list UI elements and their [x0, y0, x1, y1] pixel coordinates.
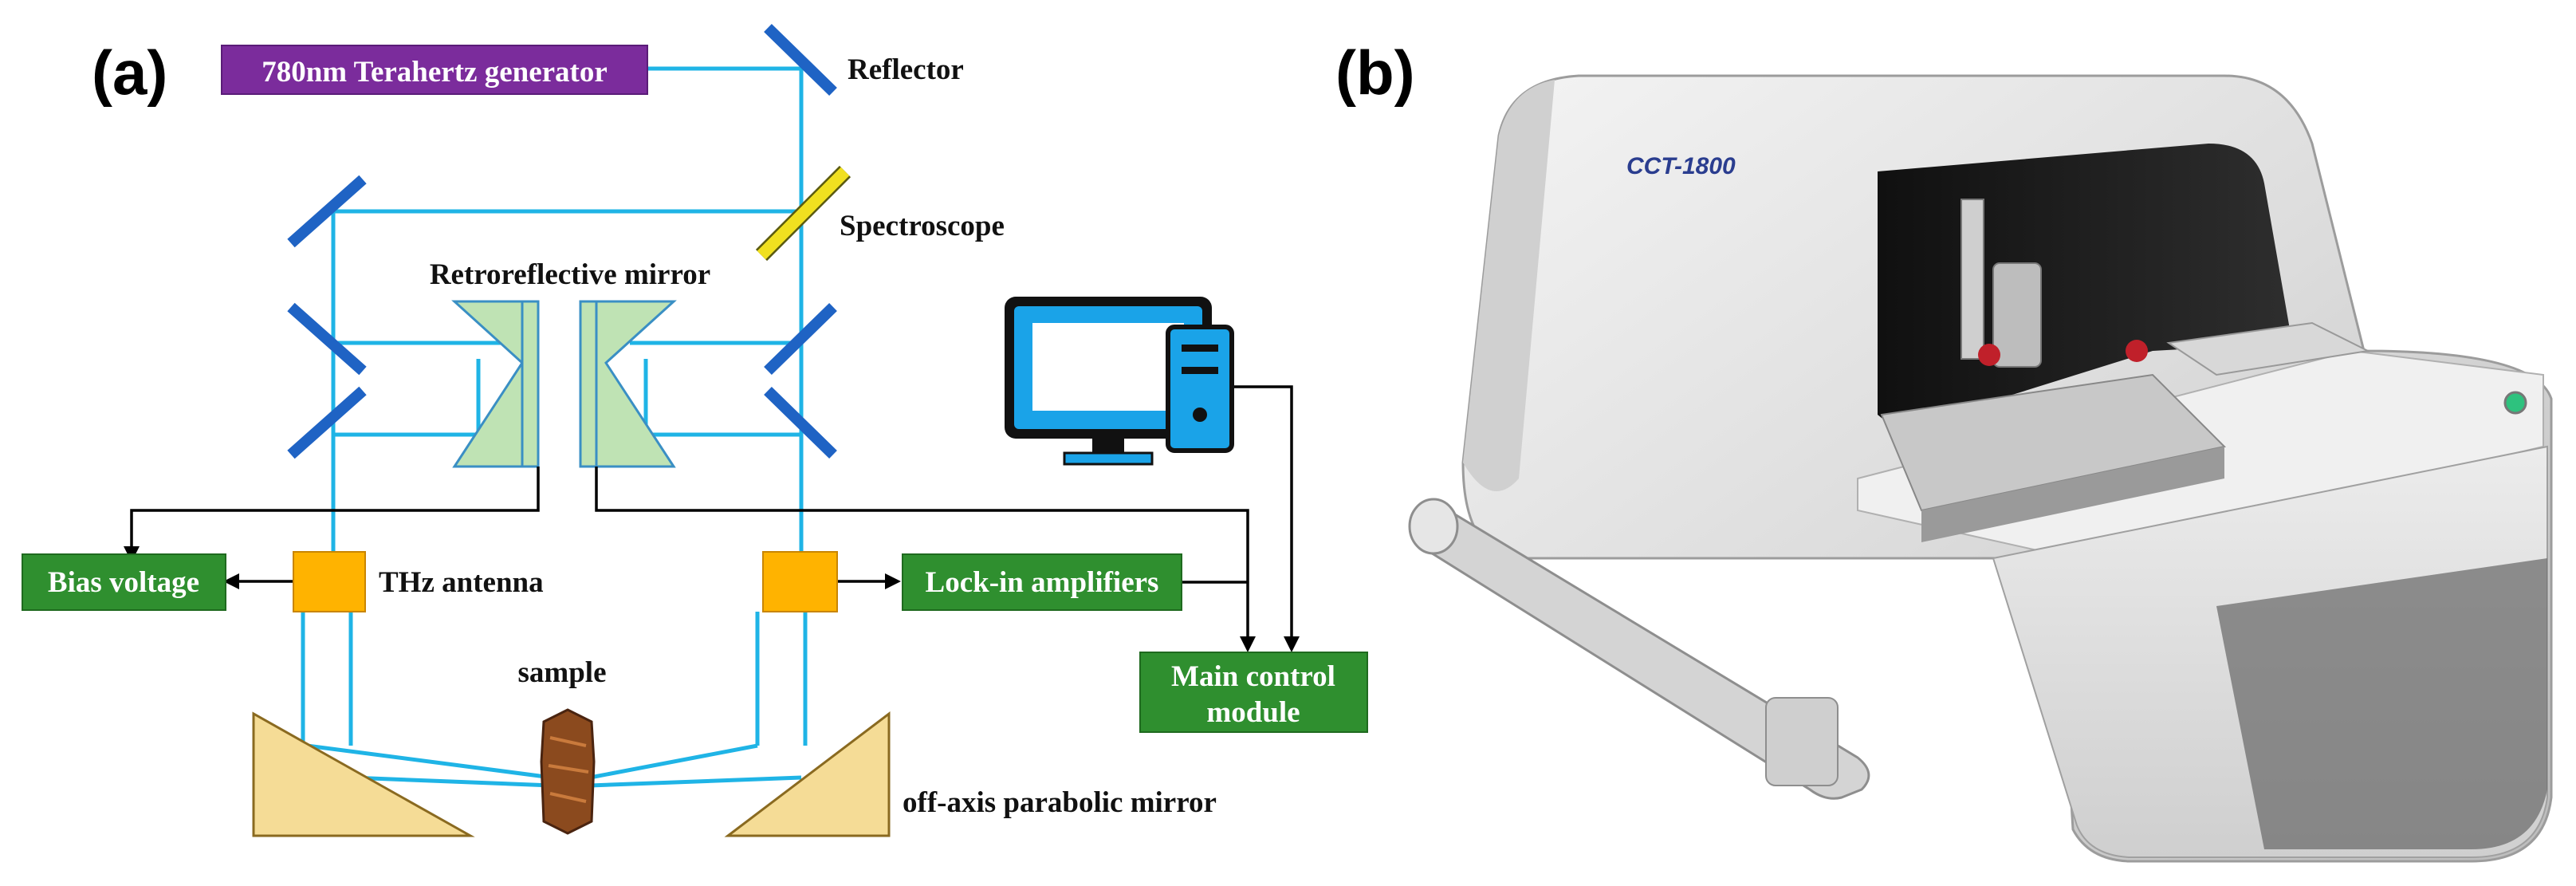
parabolic-mirror-right: [724, 711, 891, 837]
lock-in-label: Lock-in amplifiers: [926, 566, 1159, 599]
main-control-label-1: Main control: [1171, 660, 1335, 693]
mirror-left-upper: [287, 302, 367, 376]
generator-label: 780nm Terahertz generator: [262, 56, 608, 89]
reflector-mirror: [764, 23, 837, 96]
mirror-right-lower: [764, 386, 837, 459]
spectroscope-label: Spectroscope: [840, 210, 1005, 242]
power-indicator: [2503, 391, 2527, 415]
retroreflective-label: Retroreflective mirror: [430, 258, 710, 291]
panel-b-label: (b): [1335, 37, 1415, 108]
mirror-left-lower: [287, 386, 367, 459]
mirror-right-upper: [764, 302, 837, 376]
sample-label: sample: [518, 656, 607, 689]
thz-antenna-left: [293, 551, 366, 612]
sample-icon: [540, 708, 596, 835]
computer-icon: [1005, 297, 1234, 466]
bias-voltage-box: [22, 553, 226, 611]
main-control-label-2: module: [1206, 696, 1300, 729]
generator-box: [221, 45, 648, 95]
lock-in-box: [902, 553, 1182, 611]
sample-stage: [1880, 199, 2371, 542]
reflector-label: Reflector: [848, 53, 964, 86]
panel-a-diagram: (a): [22, 23, 1368, 837]
bias-voltage-label: Bias voltage: [48, 566, 199, 599]
off-axis-label: off-axis parabolic mirror: [903, 786, 1217, 819]
retroreflective-mirror: [451, 300, 677, 468]
model-label: CCT-1800: [1626, 153, 1736, 179]
thz-antenna-label: THz antenna: [379, 566, 544, 599]
mirrors: [287, 23, 837, 459]
parabolic-mirror-left: [252, 711, 475, 837]
main-control-box: [1139, 652, 1368, 733]
panel-a-label: (a): [92, 37, 167, 108]
thz-antenna-right: [762, 551, 838, 612]
beam-paths: [301, 66, 808, 788]
panel-b-photo: (b): [1335, 37, 2553, 863]
handle-bar: [1408, 498, 1870, 800]
mirror-top-left: [287, 175, 367, 248]
